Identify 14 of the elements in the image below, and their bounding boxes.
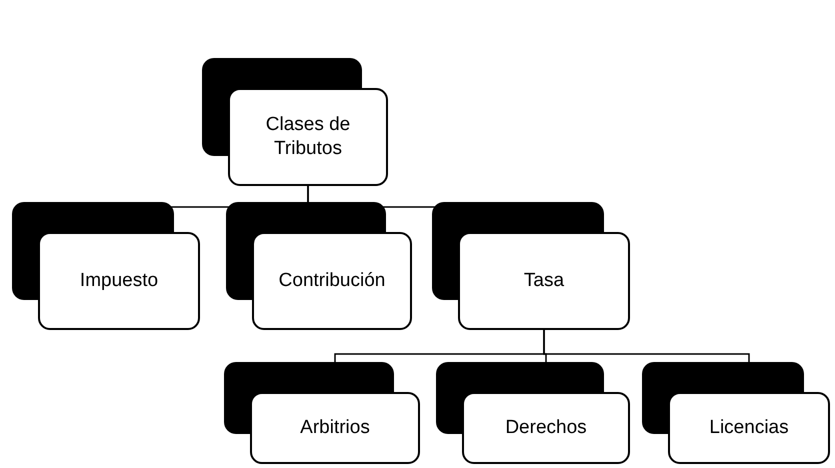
box-label: Contribución <box>278 269 386 293</box>
box-label: Tasa <box>524 269 564 293</box>
rounded-box <box>462 392 630 464</box>
box-label: Arbitrios <box>300 416 370 440</box>
rounded-box <box>250 392 420 464</box>
box-label: Derechos <box>505 416 587 440</box>
rounded-box <box>668 392 830 464</box>
rounded-box <box>38 232 200 330</box>
rounded-box <box>228 88 388 186</box>
box-label: Impuesto <box>80 269 158 293</box>
box-label: Licencias <box>709 416 789 440</box>
box-label: Clases de Tributos <box>264 113 352 161</box>
rounded-box <box>252 232 412 330</box>
rounded-box <box>458 232 630 330</box>
